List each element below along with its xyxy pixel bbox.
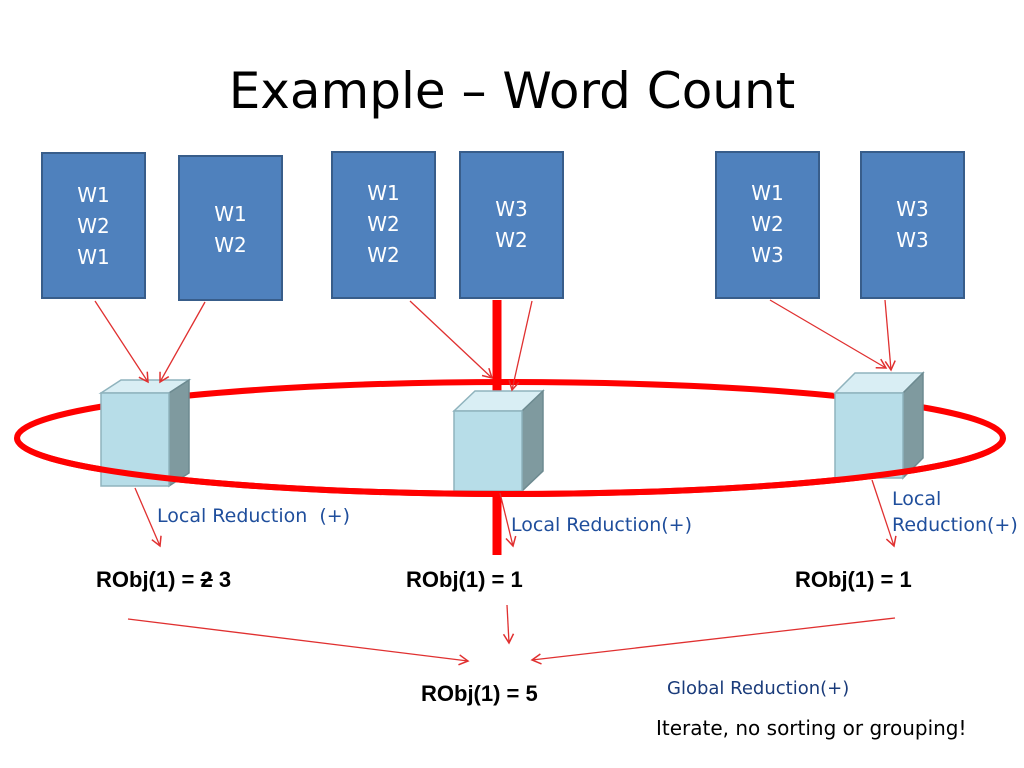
robj-left-struck-value: 2 [200, 567, 213, 592]
robj-middle: RObj(1) = 1 [406, 567, 523, 592]
word: W2 [751, 212, 784, 236]
reduction-object-cube-middle [452, 389, 545, 493]
reduction-object-cube-right [833, 371, 925, 480]
local-reduction-label-right-line1: Local [892, 488, 942, 510]
document-box-5: W1 W2 W3 [715, 151, 820, 299]
word: W1 [77, 245, 110, 269]
word: W2 [367, 243, 400, 267]
arrow-doc6-to-cube [884, 299, 896, 372]
word: W1 [367, 181, 400, 205]
arrow-left-to-global [127, 618, 470, 666]
iterate-note: Iterate, no sorting or grouping! [656, 716, 967, 740]
arrow-cube-right-down [871, 479, 897, 548]
word: W3 [495, 197, 528, 221]
robj-left-value: 3 [212, 567, 232, 592]
arrow-cube-middle-down [499, 492, 517, 548]
word: W1 [77, 183, 110, 207]
robj-left-prefix: RObj(1) = [96, 567, 201, 592]
word: W2 [214, 233, 247, 257]
word: W2 [367, 212, 400, 236]
arrow-right-to-global [530, 617, 896, 665]
word: W3 [751, 243, 784, 267]
arrow-cube-left-down [134, 487, 162, 548]
word: W3 [896, 197, 929, 221]
document-box-3: W1 W2 W2 [331, 151, 436, 299]
arrow-doc3-to-cube [409, 300, 494, 380]
local-reduction-label-left: Local Reduction (+) [157, 505, 351, 527]
arrow-middle-to-global [502, 604, 515, 645]
document-box-2: W1 W2 [178, 155, 283, 301]
word: W1 [214, 202, 247, 226]
local-reduction-label-middle: Local Reduction(+) [511, 514, 693, 536]
word: W3 [896, 228, 929, 252]
local-reduction-label-right: Local Reduction(+) [892, 486, 1018, 538]
arrow-doc1-to-cube [94, 300, 149, 384]
document-box-1: W1 W2 W1 [41, 152, 146, 299]
reduction-object-cube-left [98, 378, 192, 488]
word: W2 [495, 228, 528, 252]
global-reduction-label: Global Reduction(+) [667, 678, 850, 699]
word: W2 [77, 214, 110, 238]
robj-right: RObj(1) = 1 [795, 567, 912, 592]
reduction-ring-front [14, 437, 1006, 497]
arrow-doc2-to-cube [159, 301, 206, 384]
slide-title: Example – Word Count [228, 62, 796, 120]
document-box-4: W3 W2 [459, 151, 564, 299]
arrow-doc4-to-cube [508, 300, 533, 392]
robj-global: RObj(1) = 5 [421, 681, 538, 706]
local-reduction-label-right-line2: Reduction(+) [892, 514, 1018, 536]
word: W1 [751, 181, 784, 205]
robj-left: RObj(1) = 2 3 [96, 567, 231, 593]
arrow-doc5-to-cube [769, 299, 888, 369]
document-box-6: W3 W3 [860, 151, 965, 299]
